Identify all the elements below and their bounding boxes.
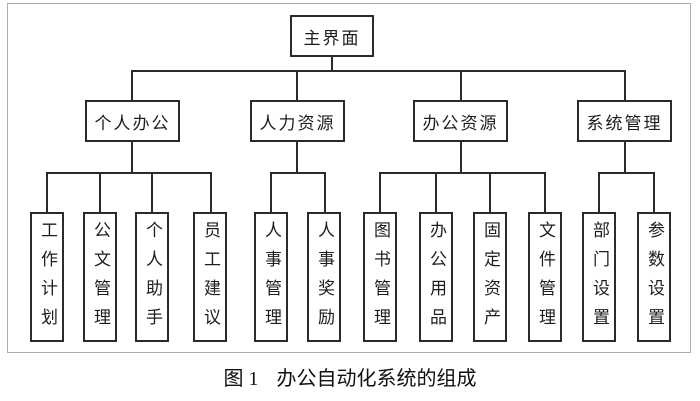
connector-leaf-drop (379, 172, 381, 212)
node-book-management: 图书管理 (363, 212, 397, 342)
node-main-interface: 主界面 (290, 15, 374, 57)
caption-number: 图 1 (223, 368, 259, 390)
connector-branch2-stub (296, 142, 298, 172)
connector-leaf-drop (598, 172, 600, 212)
caption-title: 办公自动化系统的组成 (276, 368, 477, 390)
node-personal-assistant: 个人助手 (135, 212, 169, 342)
connector-branch4-rail (599, 172, 655, 174)
connector-leaf-drop (653, 172, 655, 212)
connector-branch4-stub (624, 142, 626, 172)
connector-drop-branch2 (296, 70, 298, 100)
node-label: 人力资源 (259, 113, 336, 133)
connector-leaf-drop (544, 172, 546, 212)
connector-branch1-stub (131, 142, 133, 172)
node-system-management: 系统管理 (577, 100, 672, 142)
node-department-settings: 部门设置 (582, 212, 616, 342)
connector-leaf-drop (270, 172, 272, 212)
node-label: 办公资源 (422, 113, 499, 133)
connector-leaf-drop (435, 172, 437, 212)
connector-drop-branch1 (131, 70, 133, 100)
node-label: 主界面 (303, 28, 361, 48)
connector-drop-branch3 (460, 70, 462, 100)
node-personnel-management: 人事管理 (254, 212, 288, 342)
node-office-supplies: 办公用品 (419, 212, 453, 342)
node-parameter-settings: 参数设置 (637, 212, 671, 342)
node-fixed-assets: 固定资产 (473, 212, 507, 342)
node-file-management: 文件管理 (528, 212, 562, 342)
connector-top-rail (132, 70, 626, 72)
connector-leaf-drop (46, 172, 48, 212)
connector-leaf-drop (324, 172, 326, 212)
node-personnel-reward: 人事奖励 (307, 212, 341, 342)
connector-root-stub (331, 57, 333, 71)
node-human-resources: 人力资源 (250, 100, 345, 142)
node-office-resources: 办公资源 (413, 100, 508, 142)
connector-branch2-rail (271, 172, 326, 174)
figure-caption: 图 1 办公自动化系统的组成 (0, 362, 700, 391)
connector-branch3-stub (460, 142, 462, 172)
connector-leaf-drop (489, 172, 491, 212)
connector-branch1-rail (47, 172, 212, 174)
node-label: 系统管理 (586, 113, 663, 133)
node-employee-suggestion: 员工建议 (193, 212, 227, 342)
node-document-management: 公文管理 (83, 212, 117, 342)
node-label: 个人办公 (94, 113, 171, 133)
connector-leaf-drop (210, 172, 212, 212)
node-personal-office: 个人办公 (85, 100, 180, 142)
connector-drop-branch4 (624, 70, 626, 100)
figure-frame (7, 3, 691, 353)
connector-leaf-drop (99, 172, 101, 212)
connector-branch3-rail (380, 172, 546, 174)
node-work-plan: 工作计划 (30, 212, 64, 342)
connector-leaf-drop (151, 172, 153, 212)
